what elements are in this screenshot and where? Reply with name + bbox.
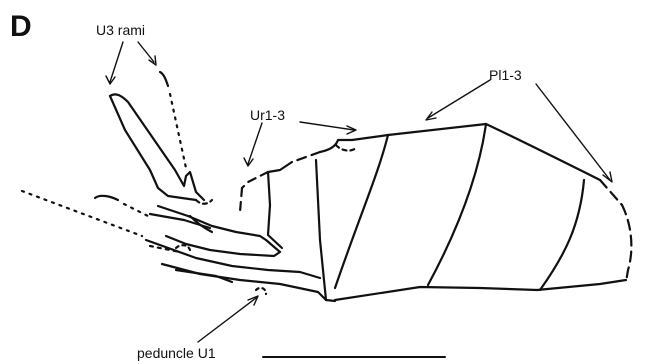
label-peduncle-u1: peduncle U1 xyxy=(137,346,216,360)
uropod-2 xyxy=(95,196,280,256)
pleon-outline xyxy=(326,124,631,301)
uropod-3-rami xyxy=(110,72,212,204)
label-u3-rami: U3 rami xyxy=(96,23,145,37)
panel-label: D xyxy=(10,12,32,42)
label-ur1-3: Ur1-3 xyxy=(250,108,285,122)
pleonal-segment-lines xyxy=(335,124,584,290)
label-pl1-3: Pl1-3 xyxy=(489,68,522,82)
